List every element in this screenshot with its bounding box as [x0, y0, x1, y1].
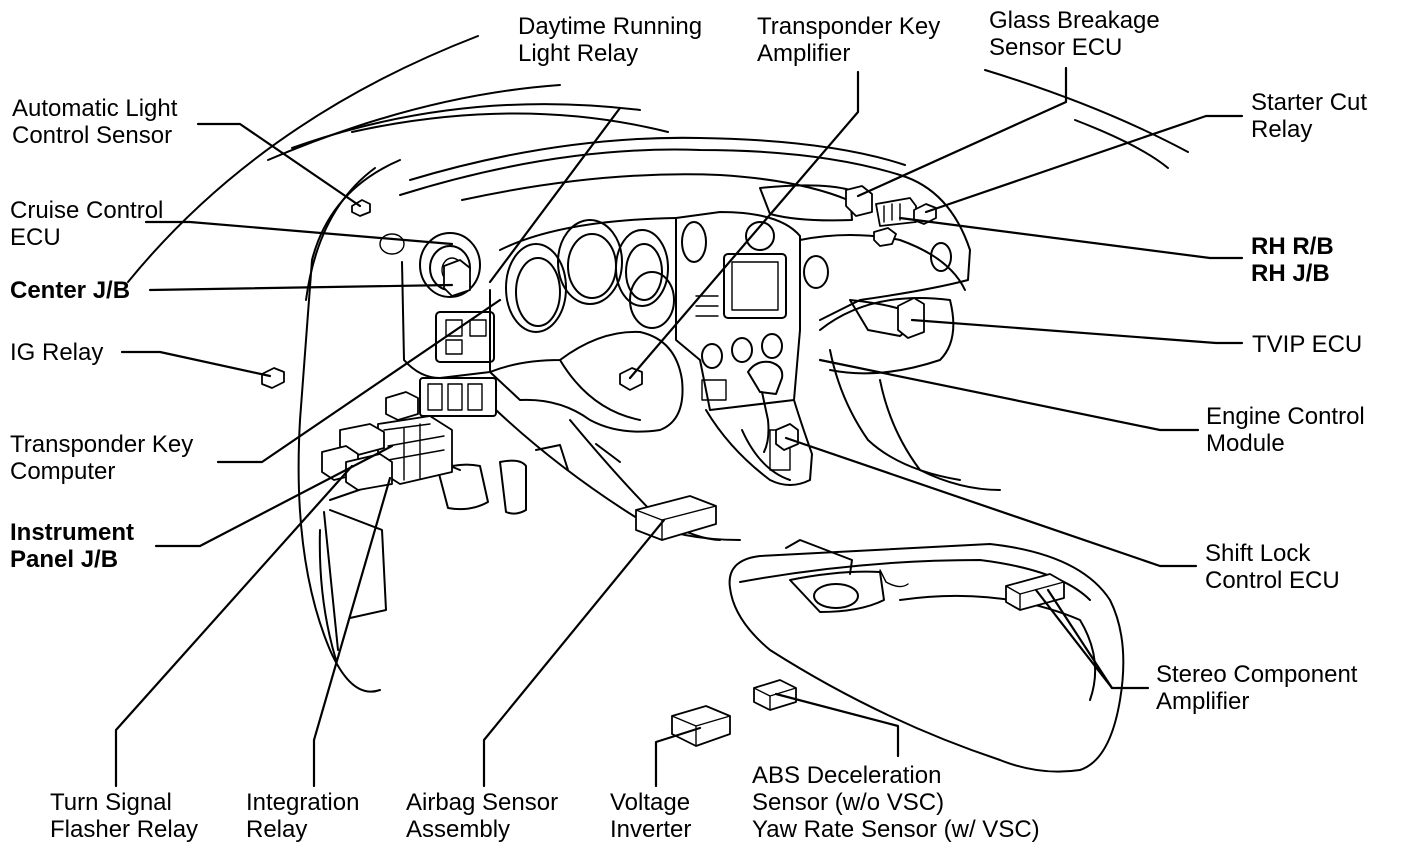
label-integration-relay: Integration Relay [246, 789, 366, 843]
leader-rh-rb [898, 216, 1244, 260]
leader-integration-relay [312, 476, 392, 788]
ig-relay-marker [261, 367, 285, 389]
label-center-jb: Center J/B [10, 277, 130, 304]
leader-voltage-inverter [654, 726, 702, 788]
component-markers [261, 185, 1065, 747]
label-shift-lock-control-ecu: Shift Lock Control ECU [1205, 540, 1340, 594]
leader-automatic-light-sensor [196, 122, 362, 208]
leader-starter-cut-relay [924, 114, 1244, 214]
label-starter-cut-relay: Starter Cut Relay [1251, 89, 1374, 143]
leader-stereo-amplifier-1 [1034, 588, 1150, 690]
leader-ig-relay [120, 350, 272, 378]
leader-shift-lock-ecu [784, 436, 1198, 568]
leader-instrument-panel-jb [154, 444, 394, 548]
dashboard-drawing [127, 35, 1189, 773]
transponder-key-computer-marker [385, 391, 419, 421]
label-instrument-panel-jb: Instrument Panel J/B [10, 519, 141, 573]
label-tvip-ecu: TVIP ECU [1252, 331, 1362, 358]
leader-center-jb [148, 283, 454, 292]
label-voltage-inverter: Voltage Inverter [610, 789, 697, 843]
label-engine-control-module: Engine Control Module [1206, 403, 1371, 457]
text-labels: Daytime Running Light Relay Transponder … [10, 7, 1374, 843]
label-abs-deceleration-sensor: ABS Deceleration Sensor (w/o VSC) Yaw Ra… [752, 762, 1040, 843]
leader-turn-signal-flasher-relay [114, 464, 354, 788]
airbag-sensor-marker [635, 495, 717, 541]
label-cruise-control-ecu: Cruise Control ECU [10, 197, 170, 251]
transponder-key-amplifier-marker [619, 367, 643, 391]
leader-daytime-running-light-relay [488, 106, 622, 284]
label-glass-breakage-sensor-ecu: Glass Breakage Sensor ECU [989, 7, 1166, 61]
leader-abs-sensor [774, 692, 900, 758]
leader-airbag-sensor [482, 518, 666, 788]
tvip-ecu-marker [897, 297, 925, 339]
leader-transponder-key-amplifier [628, 70, 860, 380]
leader-tvip-ecu [910, 318, 1244, 345]
label-airbag-sensor-assembly: Airbag Sensor Assembly [406, 789, 565, 843]
label-transponder-key-computer: Transponder Key Computer [10, 431, 200, 485]
rh-jb-marker [873, 227, 897, 247]
label-transponder-key-amplifier: Transponder Key Amplifier [757, 13, 947, 67]
leader-engine-control-module [818, 358, 1200, 432]
leader-cruise-control-ecu [144, 220, 454, 246]
label-ig-relay: IG Relay [10, 339, 103, 366]
leader-stereo-amplifier-2 [1046, 588, 1114, 690]
center-jb-marker [443, 259, 471, 297]
leader-transponder-key-computer [216, 298, 502, 464]
leader-lines [114, 66, 1244, 788]
label-rh-rb-rh-jb: RH R/B RH J/B [1251, 233, 1340, 287]
leader-glass-breakage-sensor [856, 66, 1068, 198]
shift-lock-ecu-marker [775, 423, 799, 451]
stereo-amplifier-marker [1005, 573, 1065, 611]
rh-rb-marker [875, 197, 917, 227]
label-daytime-running-light-relay: Daytime Running Light Relay [518, 13, 709, 67]
voltage-inverter-marker [671, 705, 731, 747]
label-turn-signal-flasher-relay: Turn Signal Flasher Relay [50, 789, 198, 843]
label-automatic-light-control-sensor: Automatic Light Control Sensor [12, 95, 184, 149]
label-stereo-component-amplifier: Stereo Component Amplifier [1156, 661, 1364, 715]
